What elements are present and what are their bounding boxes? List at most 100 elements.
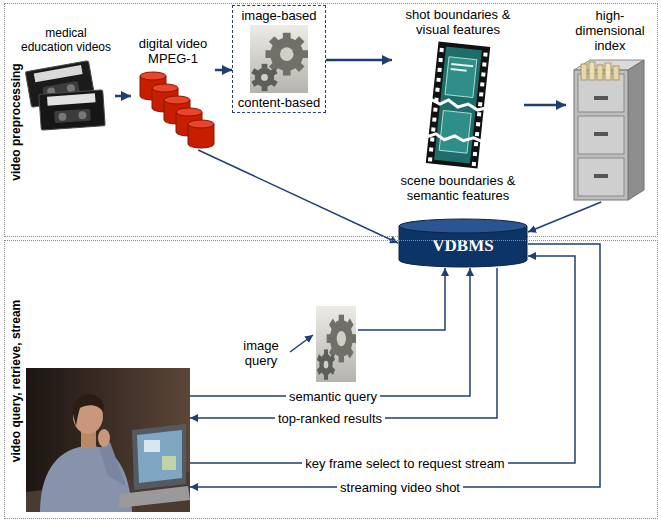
filmstrip — [473, 152, 477, 156]
filmstrip — [439, 48, 443, 52]
node-label: scene boundaries & semantic features — [394, 173, 522, 203]
filmstrip — [476, 122, 480, 126]
filmstrip — [475, 132, 479, 136]
user-photo — [26, 368, 190, 512]
filmstrip — [433, 107, 437, 111]
file-cabinet — [594, 96, 608, 100]
connector-arrow — [190, 268, 497, 418]
video-cassettes — [25, 61, 94, 108]
digital-video: digital video MPEG-1 — [131, 34, 215, 150]
node-label: image-based — [241, 8, 316, 23]
digital-video-disks — [188, 120, 214, 128]
filmstrip — [435, 88, 439, 92]
filmstrip — [426, 42, 490, 169]
digital-video-disks — [140, 72, 214, 148]
video-cassettes — [58, 112, 67, 121]
digital-video-disks — [176, 108, 202, 116]
file-cabinet — [581, 64, 587, 80]
file-cabinet — [574, 70, 628, 200]
connector-arrow — [326, 59, 392, 62]
filmstrip — [437, 68, 441, 72]
video-cassettes — [25, 61, 105, 130]
filmstrip — [430, 98, 486, 111]
user-photo — [162, 456, 176, 470]
user-photo — [98, 429, 110, 447]
file-cabinet — [578, 116, 624, 154]
file-cabinet — [628, 60, 644, 200]
feature-filmstrip: shot boundaries & visual features scene b… — [392, 5, 524, 205]
query-gear-frame — [316, 306, 356, 382]
connector-arrow — [190, 268, 470, 396]
filmstrip — [451, 63, 473, 67]
database-cylinder: VDBMS — [398, 218, 528, 268]
file-cabinet — [605, 63, 611, 80]
file-cabinet — [574, 60, 644, 200]
gear-frame — [250, 25, 308, 93]
connector-arrow — [358, 268, 445, 330]
user-photo — [144, 440, 160, 452]
filmstrip — [436, 78, 440, 82]
video-cassettes — [39, 90, 105, 130]
filmstrip — [474, 142, 478, 146]
gear-frame — [250, 25, 308, 93]
connector-arrow — [190, 256, 575, 463]
connector-arrow — [190, 244, 600, 487]
filmstrip — [451, 68, 467, 72]
connector-arrow — [115, 95, 131, 98]
filmstrip — [479, 92, 483, 96]
user-photo — [132, 424, 186, 490]
file-cabinet — [613, 66, 619, 80]
filmstrip — [478, 102, 482, 106]
edge-label: key frame select to request stream — [302, 456, 507, 471]
user-photo — [99, 442, 126, 486]
filmstrip — [428, 157, 432, 161]
filmstrip — [481, 72, 485, 76]
node-label: shot boundaries & visual features — [394, 7, 522, 37]
user-photo — [137, 430, 182, 483]
filmstrip — [424, 41, 492, 168]
edge-label: streaming video shot — [337, 480, 463, 495]
section-label: video preprocessing — [9, 63, 23, 180]
preprocessing-section: video preprocessingmedical education vid… — [4, 3, 658, 237]
image-query: image query — [232, 302, 358, 384]
user-photo — [118, 486, 190, 508]
filmstrip — [430, 137, 434, 141]
filmstrip — [431, 127, 435, 131]
user-photo — [73, 395, 104, 426]
filmstrip — [480, 82, 484, 86]
filmstrip — [483, 52, 487, 56]
section-label: video query, retrieve, stream — [9, 300, 23, 463]
user-photo — [26, 368, 190, 512]
video-cassettes — [47, 93, 96, 105]
node-label: VDBMS — [432, 236, 493, 256]
filmstrip — [482, 62, 486, 66]
filmstrip — [477, 112, 481, 116]
node-label: digital video MPEG-1 — [133, 36, 213, 66]
index-store: high-dimensional index — [566, 6, 654, 202]
file-cabinet — [589, 62, 595, 80]
node-label: content-based — [238, 95, 320, 110]
filmstrip — [426, 133, 482, 144]
connector-arrow — [198, 150, 398, 243]
filmstrip — [429, 147, 433, 151]
file-cabinet — [597, 65, 603, 80]
connector-arrow — [528, 202, 601, 232]
user-workstation — [26, 368, 190, 512]
edge-label: top-ranked results — [275, 411, 385, 426]
query-section: video query, retrieve, stream image query — [4, 240, 658, 519]
filmstrip — [445, 57, 477, 98]
edge-label: semantic query — [286, 389, 380, 404]
filmstrip — [432, 117, 436, 121]
video-cassettes — [39, 90, 105, 130]
feature-box: image-based content-based — [232, 5, 326, 113]
leader-arrow — [290, 335, 313, 352]
cylinder-top — [399, 219, 527, 233]
digital-video-disks — [164, 96, 190, 104]
filmstrip — [438, 58, 442, 62]
node-label: high-dimensional index — [568, 8, 652, 53]
query-gear-frame — [316, 306, 356, 382]
filmstrip — [472, 162, 476, 166]
filmstrip — [428, 48, 488, 166]
